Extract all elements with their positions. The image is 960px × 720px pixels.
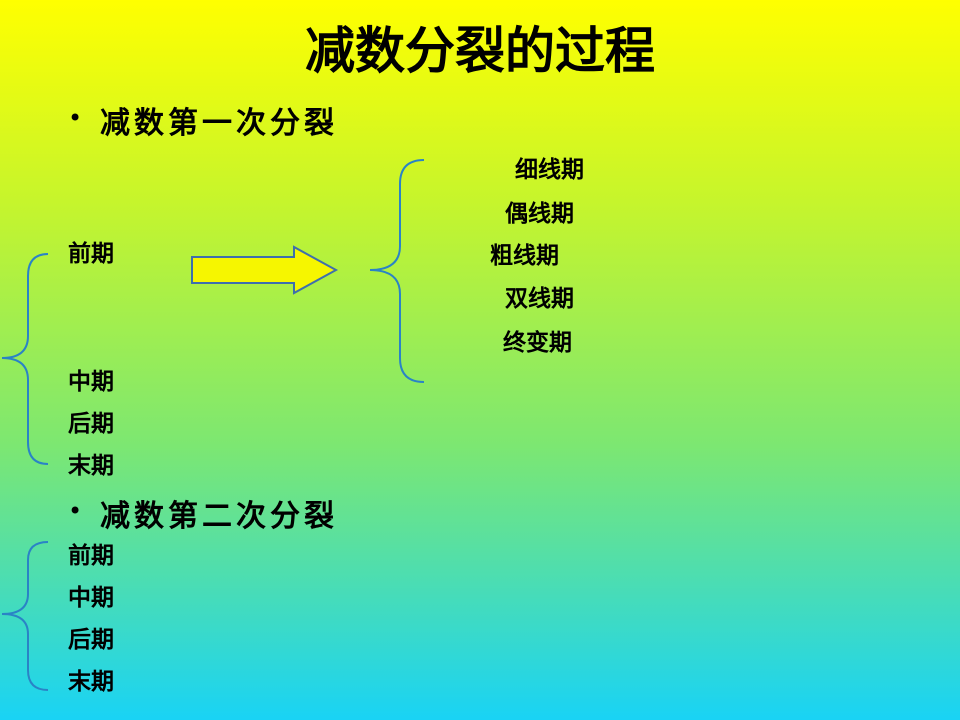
m1-phase-anaphase: 后期 [68,411,114,437]
stage-zygotene: 偶线期 [505,201,574,227]
slide-title: 减数分裂的过程 [305,22,655,80]
bullet-2: • [68,497,83,525]
heading-meiosis-2: 减数第二次分裂 [100,499,338,534]
stage-pachytene: 粗线期 [490,243,559,269]
stage-diplotene: 双线期 [505,286,574,312]
m2-phase-anaphase: 后期 [68,627,114,653]
stage-leptotene: 细线期 [515,157,584,183]
m1-phase-metaphase: 中期 [68,369,114,395]
m2-phase-telophase: 末期 [68,669,114,695]
m1-phase-telophase: 末期 [68,453,114,479]
right-arrow-icon [191,245,339,295]
heading-meiosis-1: 减数第一次分裂 [100,106,338,141]
brace-meiosis-2-phases [1,541,49,691]
m2-phase-prophase: 前期 [68,543,114,569]
m2-phase-metaphase: 中期 [68,585,114,611]
bullet-1: • [68,104,83,132]
stage-diakinesis: 终变期 [503,330,572,356]
arrow-shape [191,245,339,295]
brace-meiosis-1-phases [1,253,49,465]
m1-phase-prophase: 前期 [68,241,114,267]
brace-prophase-stages [369,159,425,383]
